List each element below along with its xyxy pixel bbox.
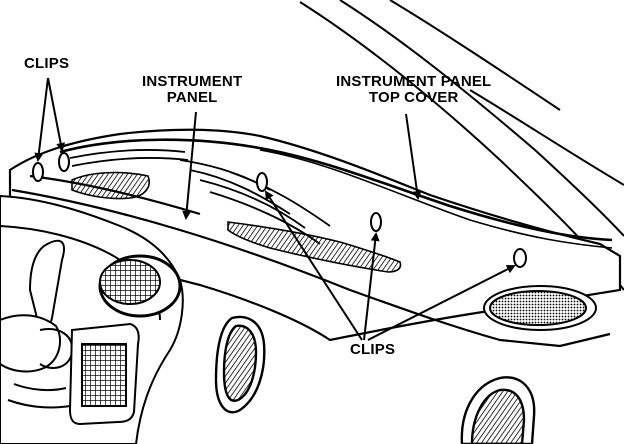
- clip-left-2: [58, 152, 70, 172]
- leader-lines: [34, 77, 516, 341]
- label-instrument-panel-line2: PANEL: [166, 89, 218, 106]
- defroster-grilles: [71, 171, 402, 273]
- label-top-cover-line2: TOP COVER: [368, 89, 459, 106]
- leader-clips-bottom-c: [367, 265, 516, 341]
- leader-clips-bottom-b: [363, 232, 380, 341]
- clip-center-1: [256, 172, 268, 192]
- clip-markers: [32, 152, 527, 268]
- label-clips-left-text: CLIPS: [24, 55, 70, 72]
- leader-instrument-panel: [182, 111, 197, 220]
- leader-clips-left-b: [47, 77, 66, 152]
- leader-clips-bottom-a: [264, 190, 363, 341]
- label-instrument-panel-line1: INSTRUMENT: [142, 73, 243, 90]
- label-clips-left: CLIPS: [24, 56, 69, 72]
- center-vent: [214, 315, 266, 414]
- label-instrument-panel: INSTRUMENT PANEL: [142, 74, 242, 106]
- clip-right: [513, 248, 527, 268]
- label-top-cover-line1: INSTRUMENT PANEL: [336, 73, 492, 90]
- speaker-grille: [483, 285, 597, 331]
- leader-top-cover: [405, 113, 422, 200]
- label-clips-bottom-text: CLIPS: [350, 341, 396, 358]
- clip-center-2: [370, 212, 382, 232]
- label-instrument-panel-top-cover: INSTRUMENT PANEL TOP COVER: [336, 74, 491, 106]
- clip-left-1: [32, 162, 44, 182]
- right-lower-vent: [460, 376, 536, 444]
- instrument-panel-top-cover: [8, 128, 622, 348]
- leader-clips-left-a: [34, 77, 49, 162]
- label-clips-bottom: CLIPS: [350, 342, 395, 358]
- dash-left-section: [0, 194, 184, 444]
